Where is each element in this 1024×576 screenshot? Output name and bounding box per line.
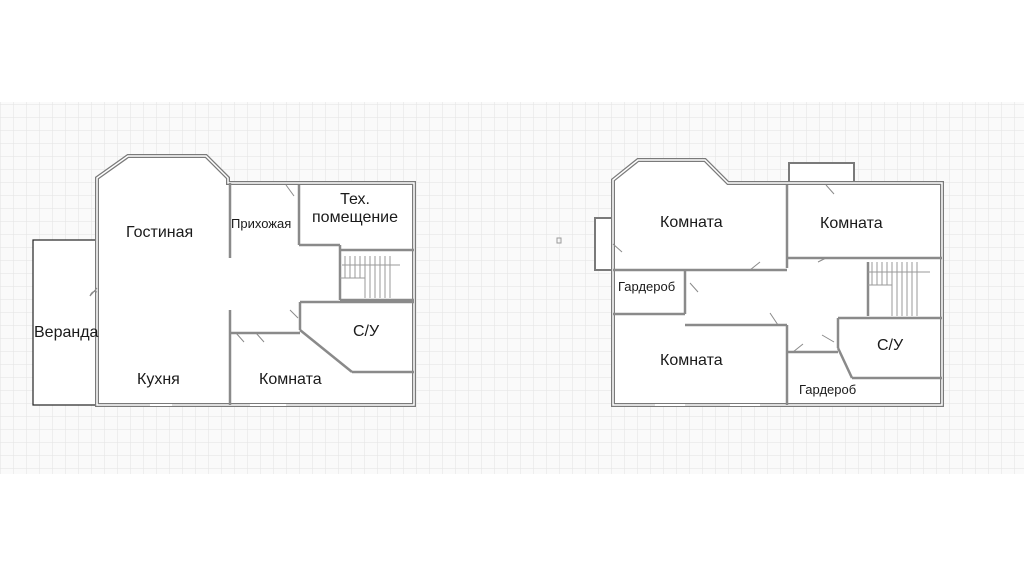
veranda-label: Веранда [34,324,99,341]
room-top-left-label: Комната [660,214,723,231]
room-label: Комната [259,371,322,388]
wardrobe-right-label: Гардероб [799,382,857,397]
balcony-left [594,217,614,271]
floor-1-plan [32,154,416,407]
bathroom-2-label: С/У [877,337,904,354]
bathroom-label: С/У [353,323,380,340]
wardrobe-left-label: Гардероб [618,279,676,294]
hallway-label: Прихожая [231,216,292,231]
living-room-label: Гостиная [126,224,194,241]
floor-2-stairs [868,262,930,316]
veranda-outline [32,239,98,406]
floor-2-doors [612,184,835,406]
floor-1-interior-walls [228,183,414,405]
technical-room-label-line-2: помещение [312,209,399,227]
floor-2-interior-walls [613,185,942,405]
room-bottom-left-label: Комната [660,352,723,369]
technical-room-label-line-1: Тех. [340,191,370,208]
floor-1-doors [89,184,299,406]
center-marker [556,237,562,244]
room-top-right-label: Комната [820,215,883,232]
technical-room-label: Тех. помещение [312,191,398,228]
floor-1-stairs [340,256,400,298]
floor-2-plan [594,158,944,407]
kitchen-label: Кухня [137,371,180,388]
